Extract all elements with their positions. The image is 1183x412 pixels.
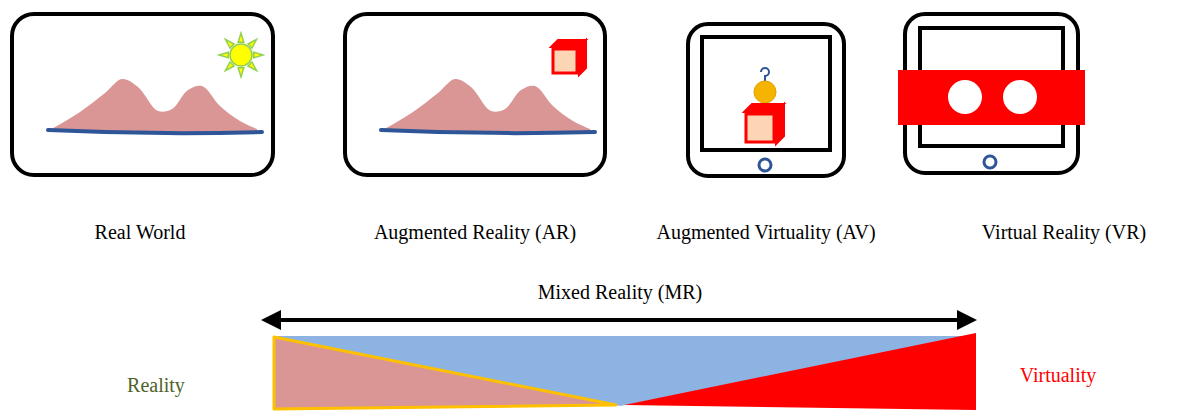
panel-frame [688, 24, 844, 176]
panel-caption: Virtual Reality (VR) [982, 220, 1146, 244]
mountains [50, 79, 257, 132]
arrow-head [957, 310, 977, 330]
real-world-panel: Real World [10, 12, 275, 177]
ground-line [381, 130, 595, 133]
cube-front [553, 49, 577, 73]
device-screen [702, 37, 830, 150]
reality-wedge [274, 337, 616, 409]
sun-ray [238, 68, 244, 77]
panel-frame [12, 14, 273, 175]
headset-lens [948, 80, 982, 114]
arrow-head [261, 310, 281, 330]
device-button [984, 156, 996, 168]
ar-panel: Augmented Reality (AR) [343, 12, 607, 177]
cube-front [746, 114, 774, 142]
ground-line [48, 130, 262, 133]
panel-outline [10, 12, 275, 177]
sun-icon [219, 33, 263, 77]
sun-disc [230, 44, 252, 66]
cube [744, 104, 784, 144]
figure-hook [761, 68, 769, 82]
panel-caption: Real World [95, 220, 186, 244]
figure-head [754, 81, 776, 103]
mountains [383, 79, 590, 132]
virtuality-wedge [624, 333, 976, 410]
continuum-arrow-line [276, 318, 961, 322]
reality-end-label: Reality [127, 373, 185, 397]
sun-ray [219, 52, 228, 58]
panel-caption: Augmented Reality (AR) [374, 220, 576, 244]
vr-tablet: Virtual Reality (VR) [903, 12, 1080, 175]
panel-outline [686, 22, 846, 178]
sun-ray [238, 33, 244, 42]
cube-side [579, 40, 586, 75]
sun-ray [254, 52, 263, 58]
headset-lens [1003, 80, 1037, 114]
panel-outline [903, 12, 1080, 175]
panel-frame [345, 14, 605, 175]
av-tablet: Augmented Virtuality (AV) [686, 22, 846, 178]
cube [551, 40, 586, 75]
panel-caption: Augmented Virtuality (AV) [656, 220, 875, 244]
panel-outline [343, 12, 607, 177]
virtuality-end-label: Virtuality [1020, 363, 1097, 387]
headset-band [898, 70, 1085, 125]
cube-side [776, 104, 784, 144]
continuum-title: Mixed Reality (MR) [538, 280, 702, 304]
device-button [759, 159, 771, 171]
